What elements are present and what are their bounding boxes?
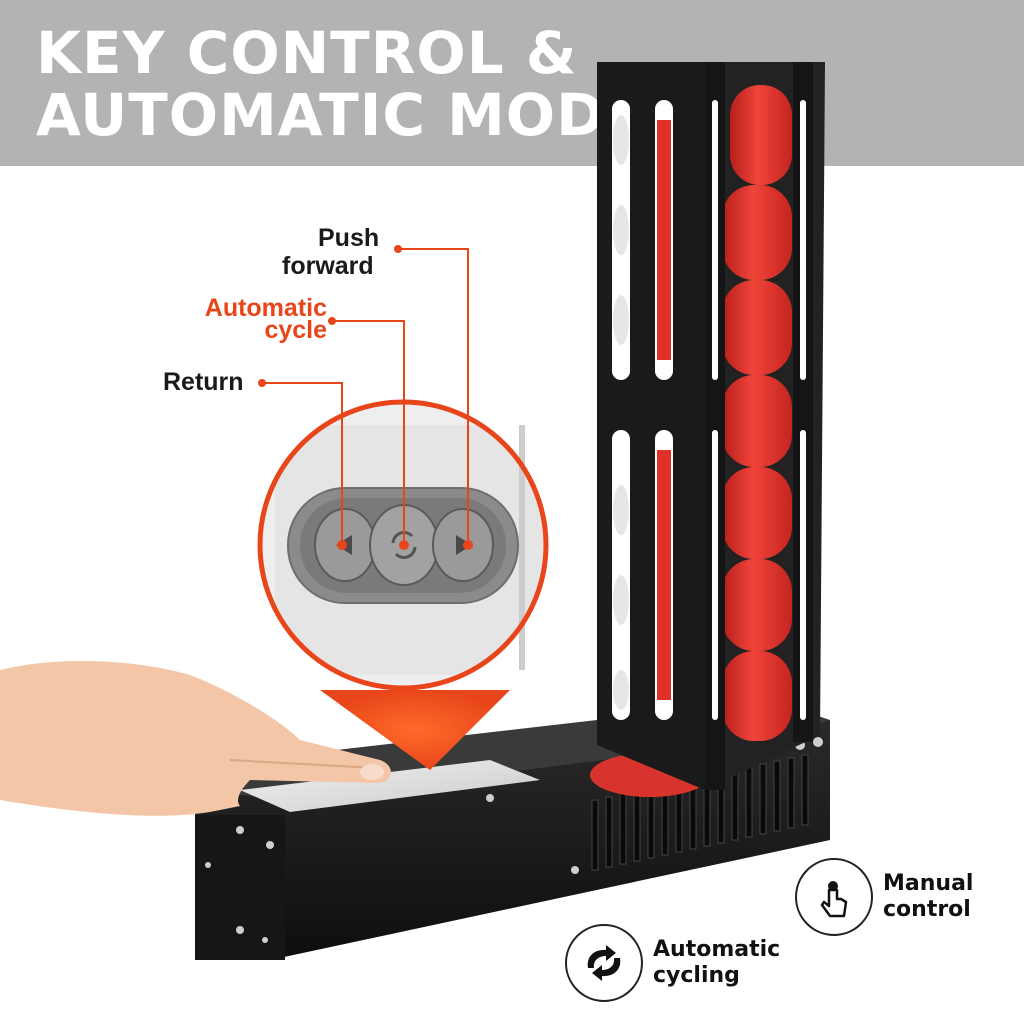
can-rack: [597, 62, 825, 790]
callout-return: Return: [163, 368, 244, 396]
auto-line-2: cycling: [653, 963, 740, 988]
refresh-icon: [391, 531, 417, 559]
stacked-cans: [613, 85, 792, 741]
manual-line-1: Manual: [883, 871, 974, 896]
push-forward-line-2: forward: [282, 252, 374, 280]
hand-pointer-icon: [795, 858, 873, 936]
auto-line-1: Automatic: [653, 937, 781, 962]
automatic-cycle-line-2: cycle: [264, 316, 327, 344]
zoom-cone: [320, 690, 510, 770]
callout-lines: [262, 248, 469, 545]
automatic-cycle-line-1: Automatic: [204, 294, 327, 322]
push-forward-line-1: Push: [318, 224, 380, 252]
callout-automatic-cycle: Automatic cycle: [182, 294, 327, 344]
hand-pressing-button: [0, 660, 392, 816]
feature-manual-control: Manual control: [795, 858, 973, 936]
title-line-2: AUTOMATIC MODE: [36, 81, 646, 149]
cycle-arrows-icon: [565, 924, 643, 1002]
page-title: KEY CONTROL & AUTOMATIC MODE: [36, 22, 646, 146]
callout-push-forward: Push forward: [282, 224, 380, 280]
manual-line-2: control: [883, 897, 971, 922]
title-line-1: KEY CONTROL &: [36, 19, 578, 87]
header-banner: [0, 0, 1024, 166]
feature-automatic-cycling: Automatic cycling: [565, 924, 780, 1002]
